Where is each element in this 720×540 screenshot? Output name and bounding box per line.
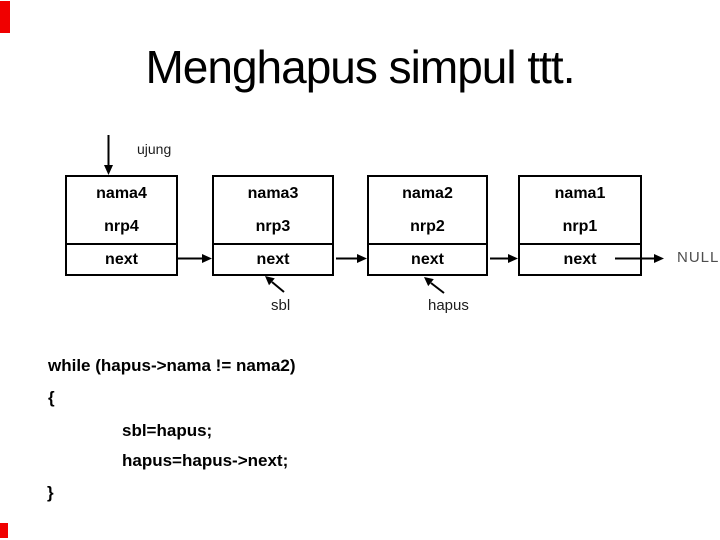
link-arrow-node3-node4-icon <box>490 254 518 263</box>
sbl-pointer-arrow-icon <box>265 276 285 293</box>
code-line-open-brace: { <box>48 388 55 407</box>
hapus-pointer-label: hapus <box>428 297 469 314</box>
node-field-next: next <box>520 243 640 274</box>
node-field-next: next <box>369 243 486 274</box>
node-field-nrp: nrp4 <box>104 218 139 235</box>
ujung-pointer-arrow-icon <box>104 135 113 175</box>
list-node-nama1: nama1 nrp1 next <box>518 175 642 276</box>
node-field-nama: nama4 <box>96 185 147 202</box>
list-node-nama4: nama4 nrp4 next <box>65 175 178 276</box>
head-pointer-label: ujung <box>137 141 172 157</box>
code-line-sbl-assign: sbl=hapus; <box>122 421 213 440</box>
node-field-nama: nama3 <box>247 185 299 202</box>
node-field-nrp: nrp2 <box>410 218 445 235</box>
sbl-pointer-label: sbl <box>271 297 291 314</box>
node-field-nrp: nrp1 <box>562 218 598 235</box>
node-field-nama: nama2 <box>402 185 453 202</box>
list-node-nama2: nama2 nrp2 next <box>367 175 488 276</box>
code-line-hapus-assign: hapus=hapus->next; <box>122 451 289 470</box>
null-terminator-label: NULL <box>677 249 720 266</box>
list-node-nama3: nama3 nrp3 next <box>212 175 334 276</box>
hapus-pointer-arrow-icon <box>424 277 445 294</box>
node-field-nama: nama1 <box>554 185 606 202</box>
code-line-while: while (hapus->nama != nama2) <box>48 356 296 375</box>
link-arrow-node1-node2-icon <box>178 254 212 263</box>
node-field-next: next <box>67 243 176 274</box>
code-line-close-brace: } <box>47 483 54 502</box>
corner-mark-top-left <box>0 1 10 33</box>
link-arrow-node2-node3-icon <box>336 254 367 263</box>
page-title: Menghapus simpul ttt. <box>145 41 575 93</box>
node-field-nrp: nrp3 <box>255 218 291 235</box>
node-field-next: next <box>214 243 332 274</box>
corner-mark-bottom-left <box>0 523 8 538</box>
